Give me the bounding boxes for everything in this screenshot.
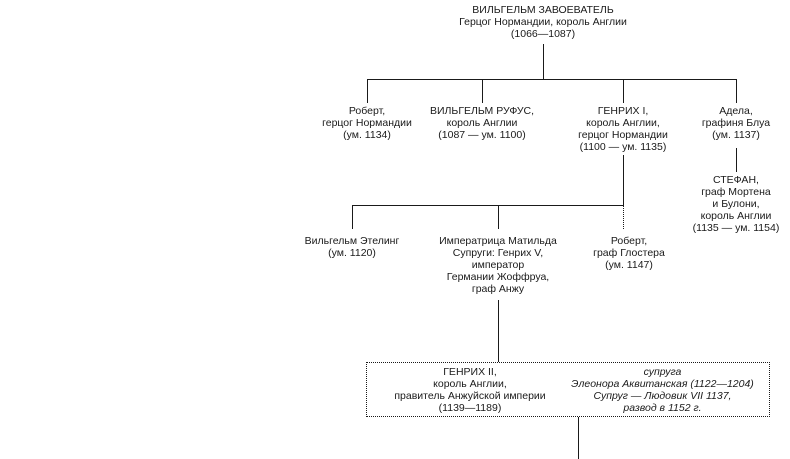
robert-gloucester-name: Роберт, (610, 235, 648, 247)
matilda-to-henry2-line (498, 300, 499, 362)
adela-name: Адела, (719, 105, 753, 117)
henry1-drop-line (623, 79, 624, 103)
eleanor-label: супруга (643, 366, 682, 378)
robert-normandy-name: Роберт, (348, 105, 386, 117)
william-rufus-drop-line (482, 79, 483, 103)
robert-normandy-node: Роберт, герцог Нормандии (ум. 1134) (297, 105, 437, 141)
eleanor-name: Элеонора Аквитанская (1122—1204) (571, 378, 754, 390)
william-atheling-node: Вильгельм Этелинг (ум. 1120) (292, 235, 412, 259)
william-rufus-name: ВИЛЬГЕЛЬМ РУФУС, (429, 105, 534, 117)
robert-gloucester-dates: (ум. 1147) (605, 259, 653, 271)
matilda-spouses-4: граф Анжу (471, 283, 525, 295)
henry1-node: ГЕНРИХ I, король Англии, герцог Норманди… (553, 105, 693, 153)
henry2-dates: (1139—1189) (438, 402, 502, 414)
henry1-title-1: король Англии, (586, 117, 660, 129)
robert-normandy-dates: (ум. 1134) (343, 129, 391, 141)
henry2-marriage-box (366, 362, 770, 417)
generation3-bar (352, 205, 623, 206)
henry2-name: ГЕНРИХ II, (443, 366, 497, 378)
henry2-title-1: король Англии, (433, 378, 507, 390)
henry1-title-2: герцог Нормандии (578, 129, 668, 141)
matilda-spouses-1: Супруги: Генрих V, (452, 247, 544, 259)
henry2-descendants-line (578, 417, 579, 459)
william-title: Герцог Нормандии, король Англии (459, 16, 627, 28)
robert-normandy-drop-line (367, 79, 368, 103)
robert-gloucester-node: Роберт, граф Глостера (ум. 1147) (573, 235, 685, 271)
eleanor-divorce: развод в 1152 г. (623, 402, 702, 414)
william-name: ВИЛЬГЕЛЬМ ЗАВОЕВАТЕЛЬ (472, 4, 614, 16)
william-atheling-dates: (ум. 1120) (328, 247, 376, 259)
stephen-name: СТЕФАН, (713, 174, 759, 186)
stephen-title-1: граф Мортена (701, 186, 771, 198)
william-atheling-drop-line (352, 205, 353, 229)
matilda-drop-line (498, 205, 499, 229)
william-rufus-node: ВИЛЬГЕЛЬМ РУФУС, король Англии (1087 — у… (412, 105, 552, 141)
henry2-title-2: правитель Анжуйской империи (394, 390, 546, 402)
henry1-dates: (1100 — ум. 1135) (579, 141, 667, 153)
robert-gloucester-title: граф Глостера (593, 247, 665, 259)
robert-gloucester-dotted-line (623, 205, 624, 229)
robert-normandy-title: герцог Нормандии (322, 117, 412, 129)
william-rufus-dates: (1087 — ум. 1100) (438, 129, 526, 141)
stephen-title-2: и Булони, (712, 198, 760, 210)
henry1-name: ГЕНРИХ I, (597, 105, 649, 117)
generation2-bar (367, 79, 736, 80)
adela-dates: (ум. 1137) (712, 129, 760, 141)
matilda-spouses-3: Германии Жоффруа, (446, 271, 550, 283)
henry2-node: ГЕНРИХ II, король Англии, правитель Анжу… (370, 366, 570, 414)
eleanor-spouse: Супруг — Людовик VII 1137, (593, 390, 732, 402)
adela-title: графиня Блуа (701, 117, 771, 129)
stephen-dates: (1135 — ум. 1154) (692, 222, 780, 234)
henry1-children-line (623, 155, 624, 205)
stephen-node: СТЕФАН, граф Мортена и Булони, король Ан… (680, 174, 790, 234)
matilda-node: Императрица Матильда Супруги: Генрих V, … (428, 235, 568, 295)
matilda-name: Императрица Матильда (439, 235, 557, 247)
stephen-title-3: король Англии (700, 210, 772, 222)
adela-drop-line (736, 79, 737, 103)
william-rufus-title: король Англии (446, 117, 518, 129)
matilda-spouses-2: император (471, 259, 525, 271)
william-drop-line (543, 44, 544, 79)
william-conqueror-node: ВИЛЬГЕЛЬМ ЗАВОЕВАТЕЛЬ Герцог Нормандии, … (433, 4, 653, 40)
william-atheling-name: Вильгельм Этелинг (304, 235, 400, 247)
eleanor-node: супруга Элеонора Аквитанская (1122—1204)… (560, 366, 765, 414)
adela-to-stephen-line (736, 148, 737, 172)
william-dates: (1066—1087) (510, 28, 576, 40)
adela-node: Адела, графиня Блуа (ум. 1137) (680, 105, 790, 141)
